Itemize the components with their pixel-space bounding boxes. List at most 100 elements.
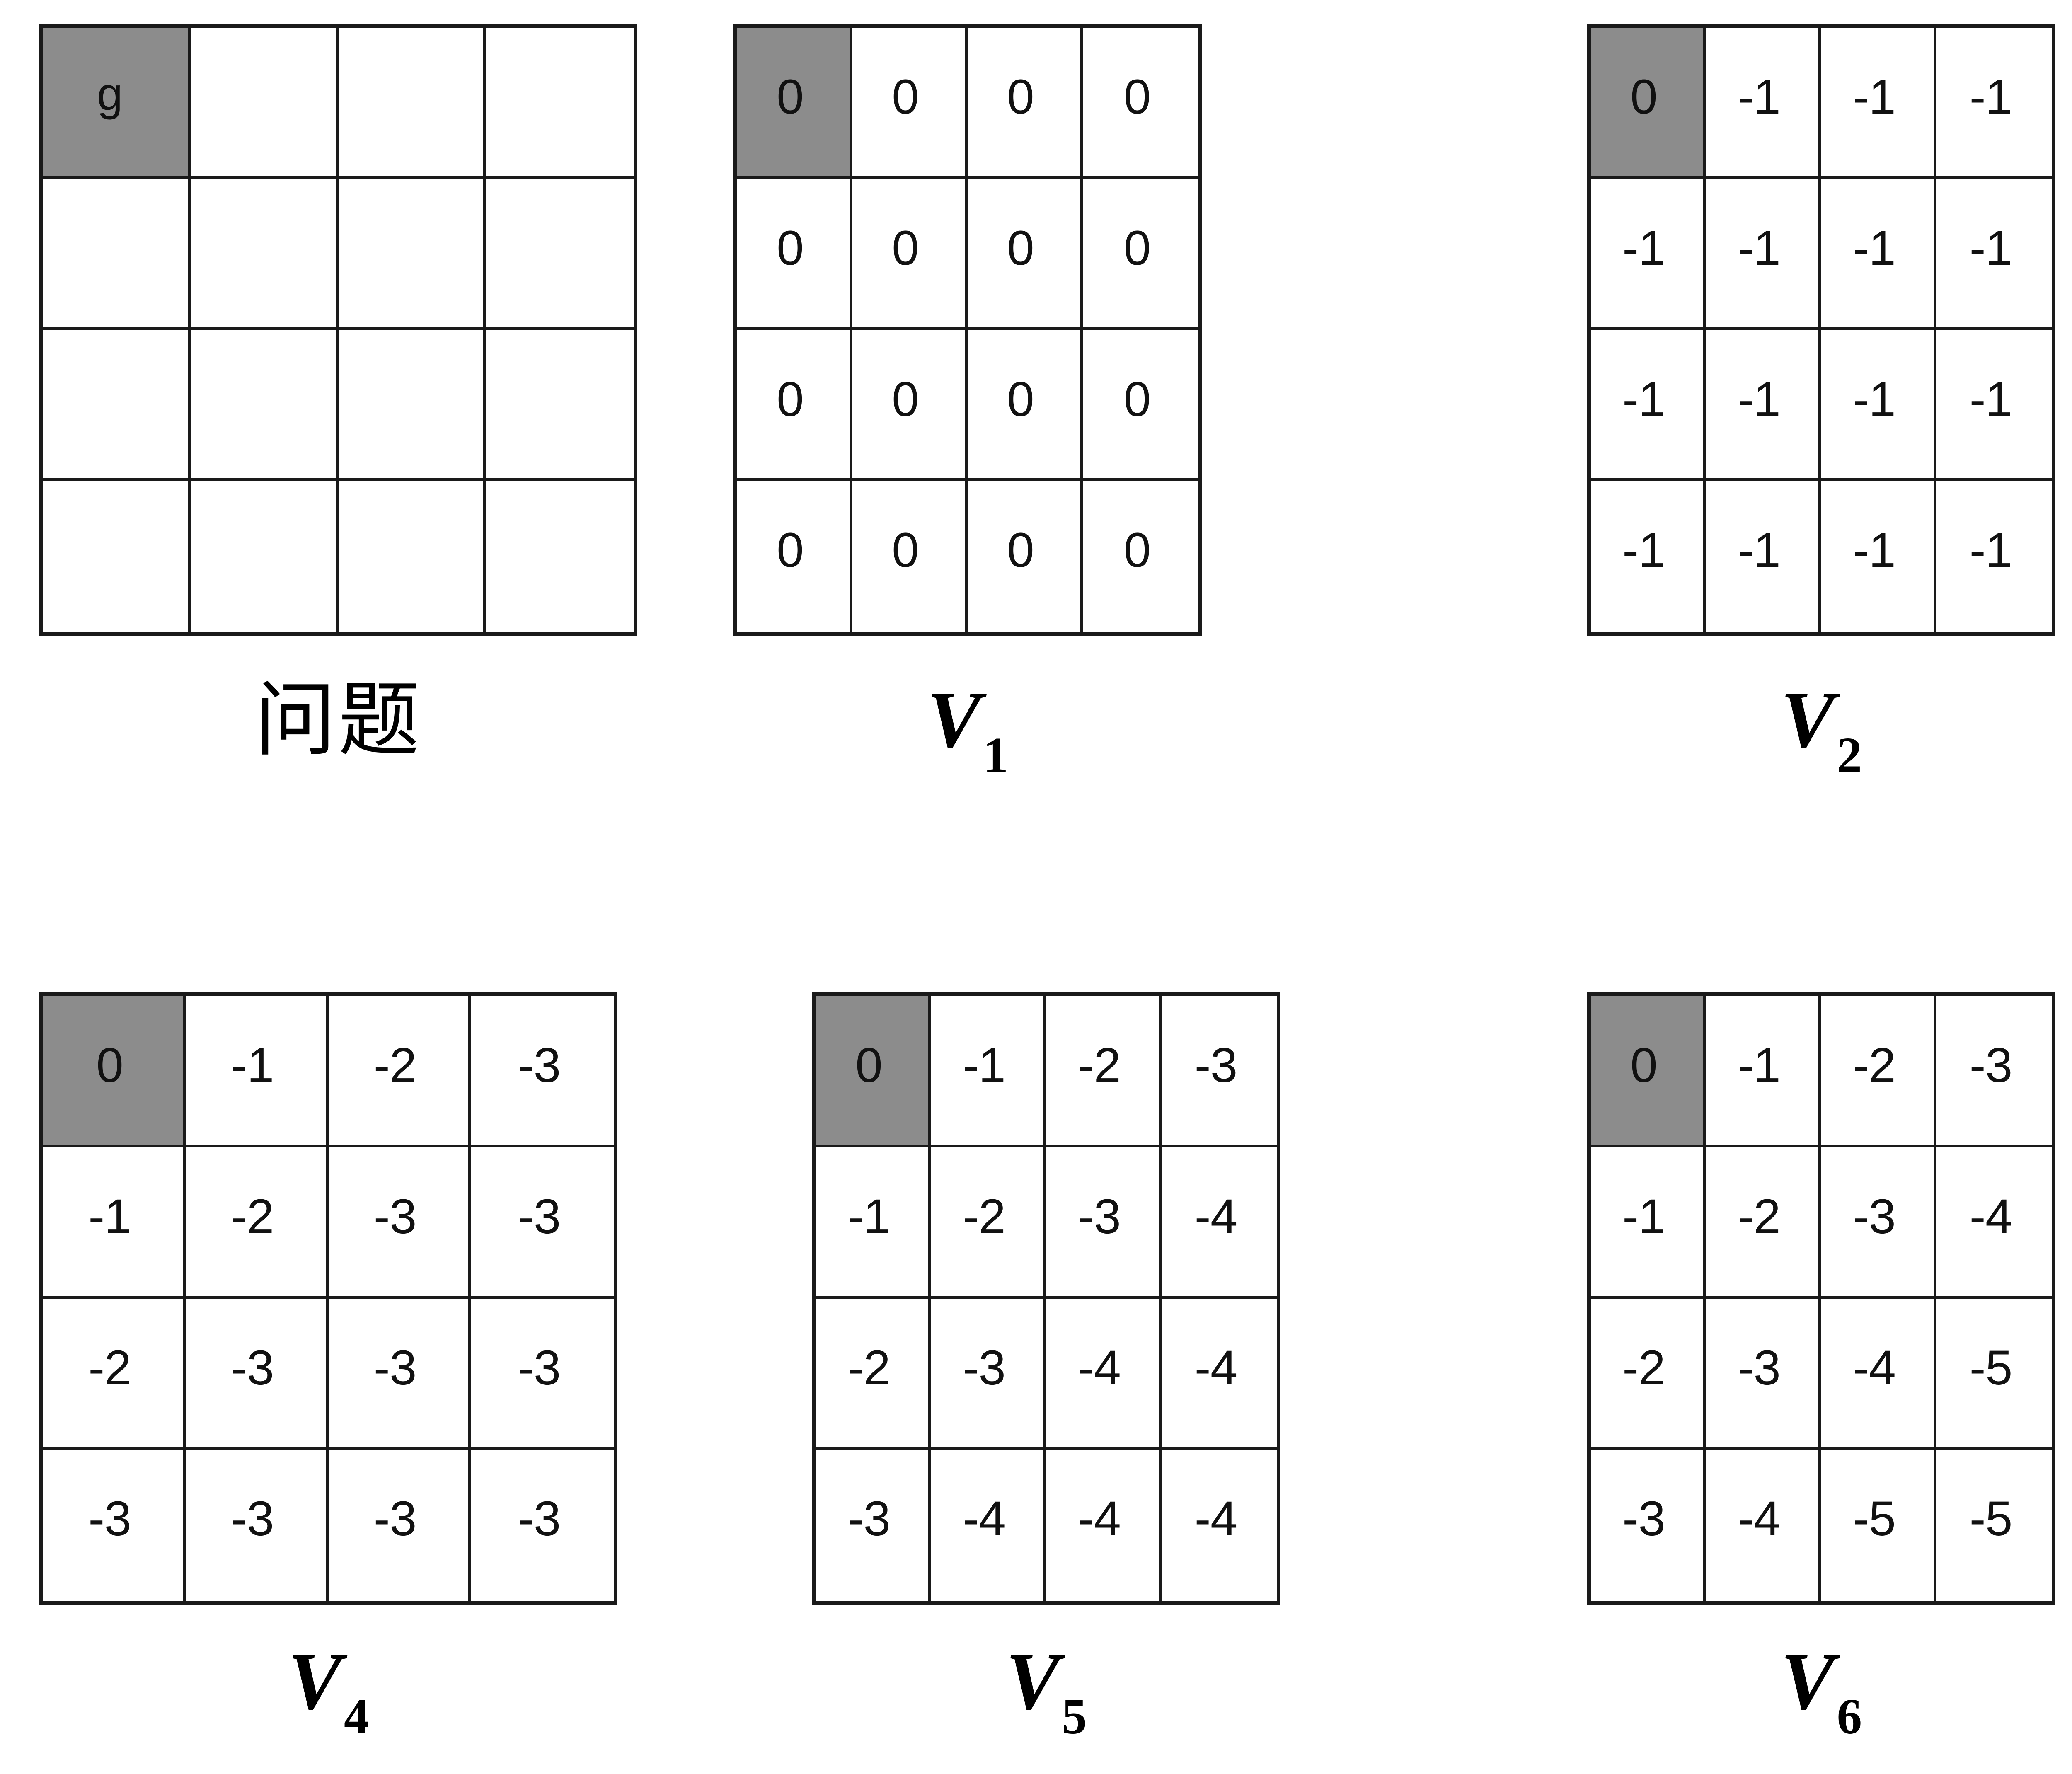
grid-cell: -1 — [1821, 481, 1936, 632]
grid-cell: -3 — [328, 1450, 471, 1601]
grid-cell: -4 — [1706, 1450, 1821, 1601]
grid-cell — [486, 28, 634, 179]
cell-value: -1 — [88, 1189, 131, 1244]
caption-subscript: 6 — [1837, 1689, 1862, 1745]
cell-value: -3 — [373, 1340, 417, 1395]
cell-value: -3 — [1194, 1038, 1238, 1093]
grid-cell: 0 — [1591, 28, 1706, 179]
grid-cell: -4 — [1162, 1147, 1277, 1299]
cell-value: -3 — [1622, 1491, 1665, 1547]
value-grid-v5: 0-1-2-3-1-2-3-4-2-3-4-4-3-4-4-4 — [812, 992, 1280, 1605]
grid-cell: -1 — [1936, 330, 2052, 482]
cell-value: -3 — [231, 1491, 274, 1547]
grid-cell: -2 — [186, 1147, 329, 1299]
cell-value: 0 — [1007, 70, 1034, 124]
grid-cell — [338, 330, 486, 482]
grid-cell: -2 — [816, 1298, 931, 1450]
value-grid-v4: 0-1-2-3-1-2-3-3-2-3-3-3-3-3-3-3 — [39, 992, 617, 1605]
cell-value: -1 — [1738, 70, 1781, 124]
grid-cell: -3 — [328, 1298, 471, 1450]
grid-cell: 0 — [852, 28, 968, 179]
grid-cell: -3 — [931, 1298, 1046, 1450]
grid-cell: 0 — [43, 996, 186, 1147]
cell-value: -4 — [1078, 1340, 1121, 1395]
grid-cell: 0 — [852, 330, 968, 482]
grid-cell: -1 — [1706, 996, 1821, 1147]
cell-value: -3 — [518, 1189, 561, 1244]
cell-value: 0 — [892, 70, 919, 124]
cell-value: -4 — [1078, 1491, 1121, 1547]
grid-cell: -5 — [1936, 1298, 2052, 1450]
cell-value: -2 — [88, 1340, 131, 1395]
grid-cell: -1 — [1706, 179, 1821, 330]
grid-cell: -3 — [1162, 996, 1277, 1147]
grid-cell: -3 — [1936, 996, 2052, 1147]
grid-cell: -3 — [816, 1450, 931, 1601]
cell-value: 0 — [1630, 70, 1658, 124]
grid-cell — [338, 28, 486, 179]
grid-cell: -4 — [1936, 1147, 2052, 1299]
cell-value: -1 — [963, 1038, 1006, 1093]
cell-value: -3 — [1738, 1340, 1781, 1395]
cell-value: -1 — [1969, 70, 2013, 124]
caption-text: 问题 — [254, 673, 422, 767]
grid-cell: -4 — [1162, 1298, 1277, 1450]
cell-value: -4 — [1738, 1491, 1781, 1547]
cell-value: -5 — [1969, 1491, 2013, 1547]
cell-value: -2 — [373, 1038, 417, 1093]
grid-cell: -3 — [471, 1147, 614, 1299]
grid-cell: 0 — [852, 481, 968, 632]
grid-cell: 0 — [816, 996, 931, 1147]
grid-cell: -3 — [471, 996, 614, 1147]
cell-value: 0 — [1007, 523, 1034, 578]
cell-value: -3 — [88, 1491, 131, 1547]
cell-value: -1 — [1853, 220, 1896, 276]
grid-cell: -1 — [1591, 1147, 1706, 1299]
grid-cell: 0 — [737, 481, 852, 632]
cell-value: -2 — [963, 1189, 1006, 1244]
cell-value: 0 — [777, 523, 804, 578]
cell-value: -4 — [1194, 1189, 1238, 1244]
caption-subscript: 5 — [1062, 1689, 1087, 1745]
cell-value: -3 — [1969, 1038, 2013, 1093]
grid-cell: -3 — [471, 1450, 614, 1601]
caption-text: V — [288, 1636, 342, 1726]
grid-cell: -3 — [43, 1450, 186, 1601]
grid-cell: -1 — [1591, 330, 1706, 482]
caption-text: V — [1005, 1636, 1060, 1726]
grid-cell: -3 — [471, 1298, 614, 1450]
grid-cell: -2 — [1046, 996, 1162, 1147]
grid-cell — [486, 481, 634, 632]
grid-cell: -1 — [1706, 481, 1821, 632]
cell-value: -1 — [1969, 372, 2013, 427]
grid-cell: -3 — [1706, 1298, 1821, 1450]
grid-cell — [486, 330, 634, 482]
grid-cell: -1 — [1821, 28, 1936, 179]
grid-cell: 0 — [1083, 330, 1198, 482]
cell-value: -1 — [1969, 523, 2013, 578]
grid-cell: 0 — [737, 330, 852, 482]
grid-cell: -2 — [1591, 1298, 1706, 1450]
grid-cell: -5 — [1821, 1450, 1936, 1601]
cell-value: 0 — [777, 372, 804, 427]
value-grid-problem: g — [39, 24, 637, 636]
grid-cell: -2 — [931, 1147, 1046, 1299]
cell-value: -1 — [1622, 523, 1665, 578]
cell-value: -2 — [231, 1189, 274, 1244]
cell-value: -1 — [1853, 372, 1896, 427]
cell-value: -1 — [1969, 220, 2013, 276]
grid-cell: -2 — [43, 1298, 186, 1450]
caption-subscript: 4 — [344, 1689, 369, 1745]
grid-cell — [338, 179, 486, 330]
cell-value: -2 — [1738, 1189, 1781, 1244]
grid-cell: -1 — [1706, 330, 1821, 482]
grid-cell — [191, 28, 339, 179]
grid-cell: -4 — [1046, 1298, 1162, 1450]
cell-value: -1 — [1738, 1038, 1781, 1093]
grid-cell: 0 — [968, 330, 1083, 482]
grid-cell: -1 — [1591, 481, 1706, 632]
grid-cell: -1 — [1821, 330, 1936, 482]
